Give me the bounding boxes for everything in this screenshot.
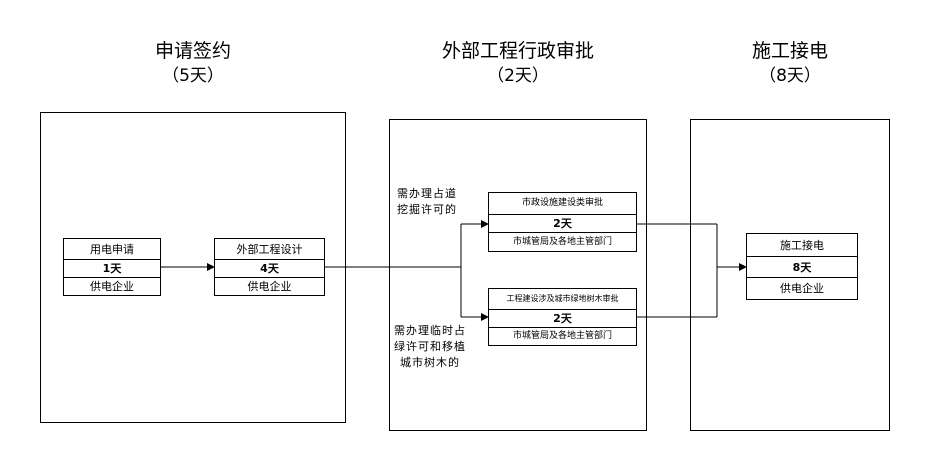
step-title: 市政设施建设类审批 bbox=[521, 198, 603, 208]
step-card-greening-approval: 工程建设涉及城市绿地树木审批 2天 市城管局及各地主管部门 bbox=[488, 288, 637, 346]
stage-title-apply: 申请签约 bbox=[154, 40, 231, 62]
note-line: 需办理占道 bbox=[397, 187, 457, 200]
stage-frame-apply bbox=[40, 112, 346, 423]
stage-title-approval: 外部工程行政审批 bbox=[441, 40, 594, 62]
stage-days-connect: （8天） bbox=[759, 66, 821, 86]
stage-frame-connect bbox=[690, 119, 890, 431]
step-card-apply: 用电申请 1天 供电企业 bbox=[63, 238, 161, 296]
stage-title-connect: 施工接电 bbox=[751, 40, 828, 62]
stage-days-approval: （2天） bbox=[487, 66, 549, 86]
step-card-municipal-approval: 市政设施建设类审批 2天 市城管局及各地主管部门 bbox=[488, 192, 637, 252]
step-title: 外部工程设计 bbox=[236, 242, 303, 256]
step-owner: 供电企业 bbox=[215, 277, 324, 295]
note-line: 绿许可和移植 bbox=[394, 340, 466, 353]
step-title: 工程建设涉及城市绿地树木审批 bbox=[506, 294, 619, 303]
step-owner: 供电企业 bbox=[747, 277, 857, 299]
note-line: 需办理临时占 bbox=[394, 324, 466, 337]
step-duration: 8天 bbox=[747, 256, 857, 277]
stage-frame-approval bbox=[389, 119, 647, 431]
step-card-design: 外部工程设计 4天 供电企业 bbox=[214, 238, 325, 296]
branch-note-top: 需办理占道 挖掘许可的 bbox=[393, 186, 461, 218]
step-duration: 1天 bbox=[64, 259, 160, 277]
step-duration: 2天 bbox=[489, 214, 636, 232]
step-title: 用电申请 bbox=[90, 242, 134, 256]
note-line: 挖掘许可的 bbox=[397, 203, 457, 216]
step-title: 施工接电 bbox=[780, 238, 824, 252]
branch-note-bottom: 需办理临时占 绿许可和移植 城市树木的 bbox=[390, 323, 470, 371]
step-duration: 4天 bbox=[215, 259, 324, 277]
step-card-connect: 施工接电 8天 供电企业 bbox=[746, 233, 858, 300]
note-line: 城市树木的 bbox=[400, 356, 460, 369]
step-owner: 市城管局及各地主管部门 bbox=[489, 327, 636, 345]
step-duration: 2天 bbox=[489, 309, 636, 327]
step-owner: 供电企业 bbox=[64, 277, 160, 295]
step-owner: 市城管局及各地主管部门 bbox=[489, 232, 636, 251]
stage-days-apply: （5天） bbox=[162, 66, 224, 86]
